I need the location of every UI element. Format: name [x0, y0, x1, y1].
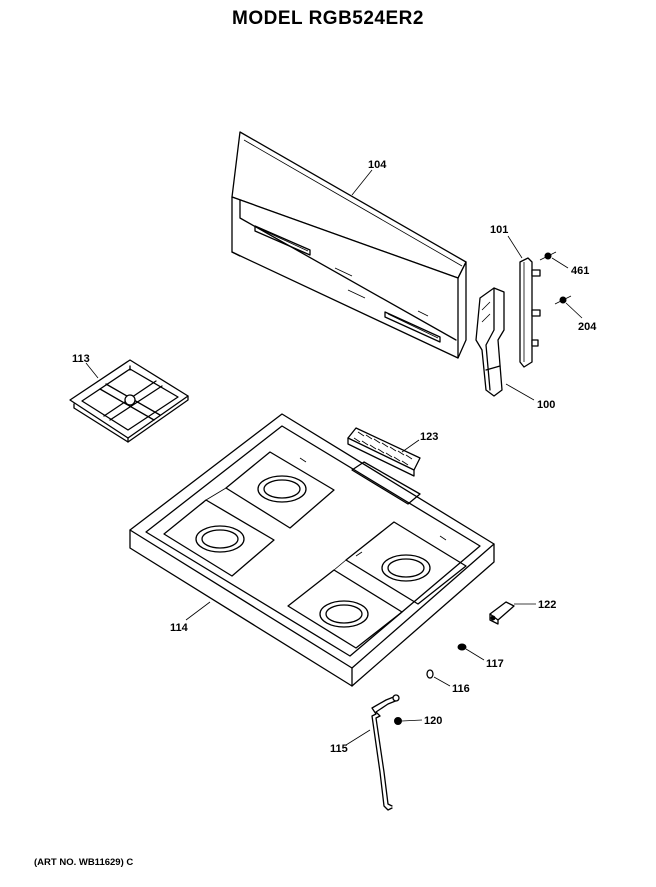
support-clip-drawing[interactable]	[394, 717, 402, 725]
label-204: 204	[578, 321, 597, 333]
label-461: 461	[571, 265, 589, 277]
screw-204-drawing[interactable]	[554, 295, 572, 305]
cooktop-drawing[interactable]	[129, 413, 495, 687]
label-114: 114	[170, 622, 189, 634]
label-122: 122	[538, 599, 556, 611]
bumper-drawing[interactable]	[426, 669, 434, 679]
label-123: 123	[420, 431, 438, 443]
burner-grate-drawing[interactable]	[69, 359, 189, 443]
art-number: (ART NO. WB11629) C	[34, 857, 134, 868]
label-104: 104	[368, 159, 387, 171]
label-100: 100	[537, 399, 555, 411]
diagram-title: MODEL RGB524ER2	[232, 8, 424, 29]
end-cap-bracket-drawing[interactable]	[519, 257, 541, 368]
label-115: 115	[330, 743, 348, 755]
label-117: 117	[486, 658, 504, 670]
rivet-drawing[interactable]	[457, 643, 467, 651]
label-116: 116	[452, 683, 470, 695]
cooktop-support-rod-drawing[interactable]	[371, 694, 400, 811]
label-113: 113	[72, 353, 90, 365]
backguard-panel-drawing[interactable]	[231, 131, 467, 359]
hinge-clip-drawing[interactable]	[489, 601, 515, 625]
vent-grille-drawing[interactable]	[347, 427, 421, 477]
label-101: 101	[490, 224, 508, 236]
label-120: 120	[424, 715, 442, 727]
screw-461-drawing[interactable]	[539, 251, 557, 261]
end-cap-drawing[interactable]	[475, 287, 505, 397]
